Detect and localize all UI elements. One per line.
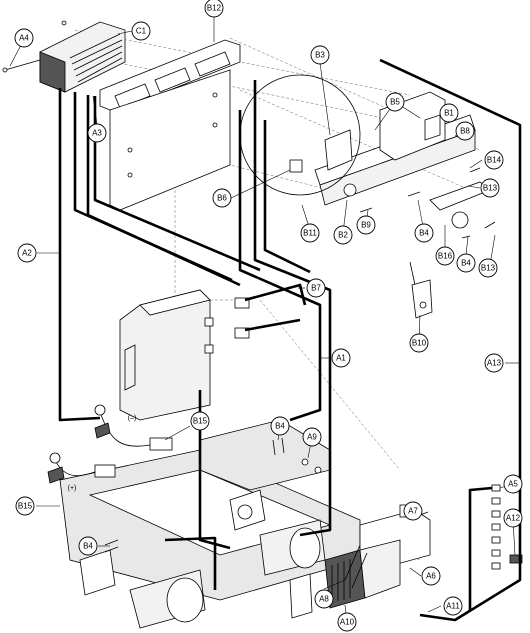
callout-a9: A9 xyxy=(302,427,322,447)
plus-polarity-label: (+) xyxy=(68,485,77,492)
callout-b9: B9 xyxy=(356,215,376,235)
callout-label: B16 xyxy=(438,252,453,261)
callout-b5: B5 xyxy=(385,92,405,112)
callout-label: A12 xyxy=(506,514,521,523)
callout-a6: A6 xyxy=(421,566,441,586)
callout-a3: A3 xyxy=(87,123,107,143)
callout-label: B13 xyxy=(483,184,498,193)
console-assembly xyxy=(239,74,491,229)
mounting-bracket xyxy=(99,39,241,113)
callout-label: A1 xyxy=(336,354,346,363)
callout-label: B4 xyxy=(83,542,93,551)
callout-label: B10 xyxy=(412,339,427,348)
callout-label: B15 xyxy=(18,502,33,511)
chassis-frame xyxy=(59,419,361,629)
callout-label: B8 xyxy=(460,127,470,136)
callout-label: B13 xyxy=(481,264,496,273)
callout-b12: B12 xyxy=(204,0,224,18)
callout-b4-mid: B4 xyxy=(270,416,290,436)
callout-b6: B6 xyxy=(212,188,232,208)
callout-label: B5 xyxy=(390,98,400,107)
minus-polarity-label: (–) xyxy=(128,415,137,422)
callout-label: B7 xyxy=(311,284,321,293)
callout-b14: B14 xyxy=(484,150,504,170)
callout-label: A9 xyxy=(307,433,317,442)
battery-cables xyxy=(47,404,173,484)
callout-b7: B7 xyxy=(306,278,326,298)
callout-label: B15 xyxy=(193,417,208,426)
callout-a12: A12 xyxy=(503,508,523,528)
callout-label: A13 xyxy=(487,359,502,368)
callout-label: A7 xyxy=(408,507,418,516)
callout-a11: A11 xyxy=(443,596,463,616)
callout-b13-lower: B13 xyxy=(478,258,498,278)
key xyxy=(409,261,433,319)
back-plate xyxy=(109,69,231,211)
callout-b16: B16 xyxy=(435,246,455,266)
callout-label: C1 xyxy=(136,27,147,36)
callout-a5: A5 xyxy=(503,474,523,494)
callout-b8: B8 xyxy=(455,121,475,141)
callout-label: B4 xyxy=(419,229,429,238)
callout-label: B11 xyxy=(303,229,317,238)
callout-label: A2 xyxy=(22,249,32,258)
callout-label: B3 xyxy=(315,51,325,60)
screws xyxy=(104,167,496,589)
callout-b15-lower: B15 xyxy=(15,496,35,516)
callout-b13-upper: B13 xyxy=(480,178,500,198)
callout-b1: B1 xyxy=(439,103,459,123)
callout-label: B4 xyxy=(275,422,285,431)
callout-label: B4 xyxy=(461,259,471,268)
harness-connectors xyxy=(204,159,303,354)
callout-b4-console: B4 xyxy=(414,223,434,243)
callout-b15-upper: B15 xyxy=(190,411,210,431)
callout-label: A8 xyxy=(319,595,329,604)
callout-label: A4 xyxy=(19,34,29,43)
callout-a8: A8 xyxy=(314,589,334,609)
callout-labels: A4 C1 B12 A3 B3 B5 B1 B8 B14 B13 B6 B11 … xyxy=(14,0,523,632)
callout-label: A10 xyxy=(340,618,355,627)
callout-b3: B3 xyxy=(310,45,330,65)
loose-connectors xyxy=(491,484,523,570)
callout-label: B6 xyxy=(217,194,227,203)
callout-a13: A13 xyxy=(484,353,504,373)
callout-b4-frame: B4 xyxy=(78,536,98,556)
callout-label: B12 xyxy=(207,4,222,13)
callout-label: A11 xyxy=(446,602,460,611)
battery-box xyxy=(119,289,211,421)
callout-label: A3 xyxy=(92,129,102,138)
callout-label: B1 xyxy=(444,109,454,118)
callout-b2: B2 xyxy=(333,225,353,245)
callout-a1: A1 xyxy=(331,348,351,368)
callout-label: A5 xyxy=(508,480,518,489)
callout-b11: B11 xyxy=(300,223,320,243)
callout-a7: A7 xyxy=(403,501,423,521)
callout-a4: A4 xyxy=(14,28,34,48)
controller-module xyxy=(2,20,126,93)
callout-label: B14 xyxy=(487,156,502,165)
callout-label: B9 xyxy=(361,221,371,230)
callout-label: A6 xyxy=(426,572,436,581)
callout-b10: B10 xyxy=(409,333,429,353)
callout-a10: A10 xyxy=(337,612,357,632)
callout-label: B2 xyxy=(338,231,348,240)
callout-b4-right: B4 xyxy=(456,253,476,273)
callout-a2: A2 xyxy=(17,243,37,263)
callout-c1: C1 xyxy=(131,21,151,41)
wire-harnesses xyxy=(58,58,522,622)
